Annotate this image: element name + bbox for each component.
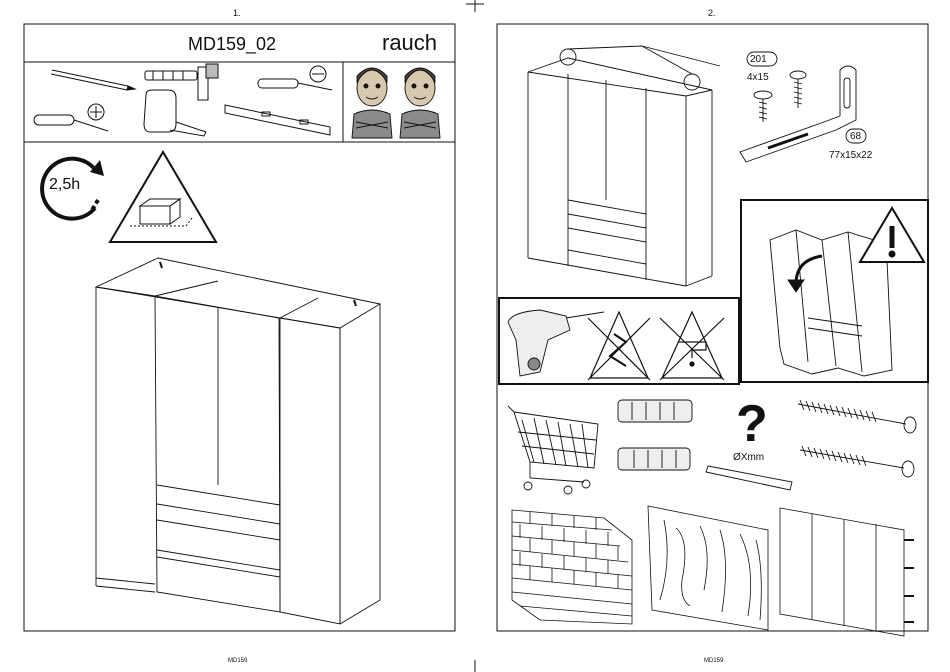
- brand-logo: rauch: [382, 30, 437, 56]
- part-201-code: 201: [750, 54, 767, 65]
- drill-bit-icon: [706, 466, 792, 490]
- warning-triangle-icon: [110, 152, 216, 242]
- spirit-level-icon: [225, 105, 330, 135]
- two-persons-icon: [352, 68, 440, 138]
- wardrobe-small-drawing: [528, 46, 720, 286]
- no-electric-icon: [588, 312, 650, 380]
- no-water-icon: [660, 312, 724, 380]
- warning-exclamation-icon: [860, 208, 924, 262]
- wall-plug-icon: [618, 400, 692, 470]
- assembly-time: 2,5h: [49, 176, 80, 194]
- long-screw-icon: [798, 400, 916, 477]
- wood-panel-icon: [648, 506, 768, 630]
- wardrobe-drawing: [96, 258, 380, 624]
- drill-size: ØXmm: [733, 452, 764, 463]
- part-68-size: 77x15x22: [829, 150, 872, 161]
- page-title: MD159_02: [188, 34, 276, 55]
- plasterboard-icon: [780, 508, 914, 636]
- screwdriver-flat-icon: [258, 66, 332, 90]
- part-68-code: 68: [850, 131, 861, 142]
- part-201-size: 4x15: [747, 72, 769, 83]
- question-mark: ?: [736, 398, 768, 450]
- tape-measure-icon: [144, 90, 206, 136]
- screwdriver-phillips-icon: [34, 104, 108, 131]
- pencil-icon: [51, 70, 135, 90]
- crop-marks: [466, 0, 484, 672]
- shopping-cart-icon: [508, 406, 598, 494]
- brick-wall-icon: [512, 510, 632, 624]
- hammer-icon: [145, 64, 218, 100]
